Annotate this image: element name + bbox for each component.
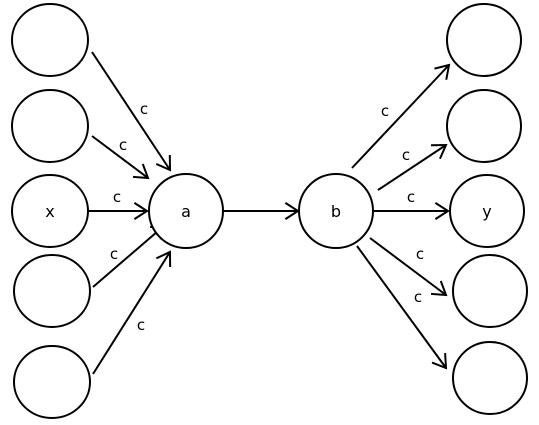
node-x: x: [11, 174, 89, 248]
arrowhead: [133, 202, 149, 220]
node-in2: [11, 89, 89, 163]
node-circle: [446, 3, 522, 77]
node-circle: [452, 254, 528, 328]
node-circle: [449, 174, 525, 248]
edge-label: c: [110, 245, 118, 263]
edge-b-to-out1: c: [351, 63, 451, 169]
node-in4: [13, 254, 91, 328]
node-out1: [446, 3, 522, 77]
edge-in1-to-a: c: [91, 51, 172, 172]
node-out2: [446, 89, 522, 163]
edge-label: c: [140, 100, 148, 118]
arrowhead: [434, 63, 451, 80]
node-a: a: [148, 173, 224, 249]
arrowhead: [434, 202, 450, 220]
node-circle: [298, 173, 374, 249]
edge-label: c: [407, 188, 415, 206]
node-label: a: [181, 202, 191, 221]
arrowhead: [430, 280, 448, 297]
edge-label: c: [119, 136, 127, 154]
node-circle: [452, 341, 528, 415]
edge-line: [369, 237, 447, 296]
edge-line: [92, 251, 171, 375]
edge-line: [351, 64, 450, 169]
node-in1: [11, 3, 89, 77]
edge-label: c: [402, 146, 410, 164]
node-b: b: [298, 173, 374, 249]
node-label: x: [45, 202, 54, 221]
node-circle: [13, 345, 91, 419]
edge-label: c: [416, 245, 424, 263]
arrowhead: [155, 250, 172, 268]
edge-b-to-out5: c: [356, 245, 448, 370]
edge-label: c: [381, 102, 389, 120]
node-circle: [446, 89, 522, 163]
arrowhead: [431, 352, 448, 370]
edge-line: [91, 135, 149, 179]
node-circle: [11, 3, 89, 77]
node-label: y: [482, 202, 491, 221]
node-circle: [11, 89, 89, 163]
node-y: y: [449, 174, 525, 248]
edge-line: [356, 245, 447, 369]
arrowhead: [132, 163, 150, 180]
edge-line: [92, 224, 166, 288]
edge-label: c: [113, 188, 121, 206]
node-out4: [452, 254, 528, 328]
edge-b-to-out4: c: [369, 237, 448, 297]
edge-line: [377, 144, 447, 191]
edge-in5-to-a: c: [92, 250, 172, 375]
edge-label: c: [137, 316, 145, 334]
node-label: b: [331, 202, 341, 221]
edge-line: [91, 51, 171, 171]
arrowhead: [155, 154, 172, 172]
node-circle: [13, 254, 91, 328]
node-circle: [11, 174, 89, 248]
arrowhead: [430, 143, 448, 160]
edge-x-to-a: c: [88, 188, 149, 220]
node-out5: [452, 341, 528, 415]
edge-label: c: [414, 288, 422, 306]
edge-a-to-b: [223, 202, 300, 220]
edge-b-to-out2: c: [377, 143, 448, 191]
edge-in2-to-a: c: [91, 135, 150, 180]
node-circle: [148, 173, 224, 249]
node-in5: [13, 345, 91, 419]
edge-b-to-y: c: [374, 188, 450, 220]
